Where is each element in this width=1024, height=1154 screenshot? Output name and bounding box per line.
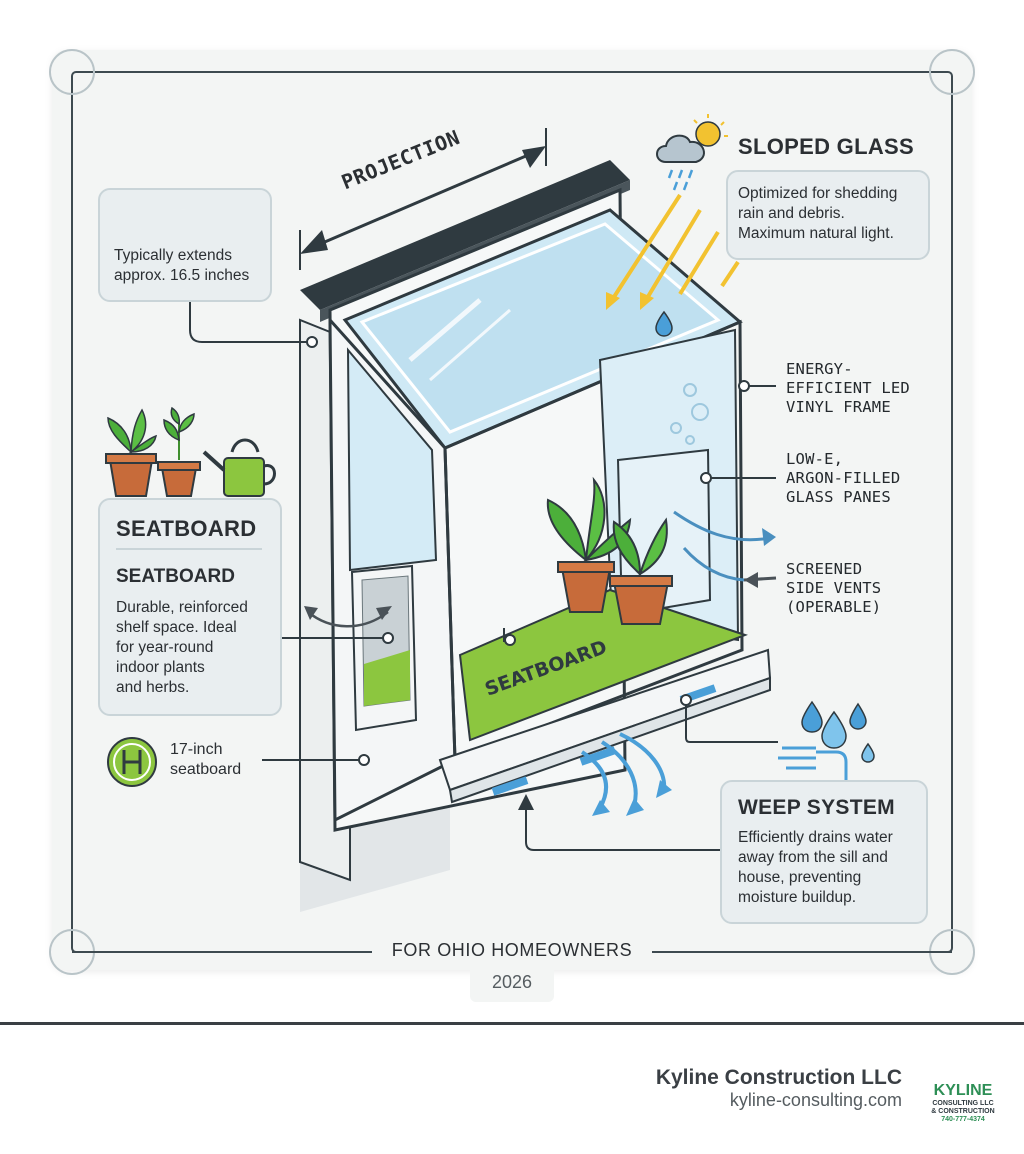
footer-company: Kyline Construction LLC: [655, 1066, 902, 1089]
weep-system-box: [720, 780, 928, 924]
bubble-3: [670, 422, 682, 434]
bubble-2: [691, 403, 709, 421]
projection-note-box: [98, 188, 272, 302]
label-glass-panes: LOW-E, ARGON-FILLED GLASS PANES: [786, 450, 901, 506]
sunlight-arrows: [606, 193, 740, 310]
shelf-plant-2: [609, 517, 673, 625]
weep-system-title: WEEP SYSTEM: [738, 796, 895, 819]
bubble-1: [683, 383, 697, 397]
herb-pot-icon-1: [105, 408, 157, 497]
seatboard-box-header: SEATBOARD: [116, 516, 257, 541]
water-drain-icon: [778, 700, 875, 792]
leader-dots: [306, 336, 750, 766]
sloped-glass-box: [726, 170, 930, 260]
vent-airflow-arrows: [673, 510, 777, 588]
h-circle-icon: [107, 737, 157, 787]
projection-arrow: [299, 128, 547, 270]
weather-icon: [656, 114, 728, 191]
seatboard-box-text: Durable, reinforced shelf space. Ideal f…: [116, 599, 248, 696]
roof-cap: [300, 160, 630, 310]
glass-glare: [408, 298, 482, 362]
year-text: 2026: [491, 972, 533, 992]
glass-glare-2: [429, 308, 511, 382]
seatboard-info-box: [98, 498, 282, 716]
label-side-vents: SCREENED SIDE VENTS (OPERABLE): [786, 560, 882, 616]
left-vent-arrow: [304, 606, 392, 628]
footer-website[interactable]: kyline-consulting.com: [729, 1090, 902, 1110]
weep-slot-1: [491, 776, 529, 796]
seatboard-box-divider: [116, 548, 262, 550]
weep-water-arrows: [580, 732, 672, 816]
weep-pointer-arrowhead: [518, 794, 534, 810]
left-side-glass: [346, 347, 438, 572]
sill-bottom: [448, 676, 771, 804]
footer-divider: [0, 1022, 1024, 1025]
watering-can-icon: [202, 438, 276, 497]
bubble-4: [685, 435, 695, 445]
rain-drop: [655, 310, 673, 337]
projection-note-text: Typically extends approx. 16.5 inches: [114, 247, 250, 284]
leader-lines: [189, 300, 778, 851]
herb-pot-icon-2: [157, 406, 201, 497]
seatboard-size-text: 17-inch seatboard: [170, 741, 242, 778]
weep-slot-2: [579, 746, 617, 766]
logo-phone: 740-777-4374: [941, 1116, 985, 1123]
label-vinyl-frame: ENERGY- EFFICIENT LED VINYL FRAME: [786, 360, 910, 416]
seatboard-box-title: SEATBOARD: [116, 566, 235, 587]
caption-text: FOR OHIO HOMEOWNERS: [372, 940, 652, 961]
logo-sub1: CONSULTING LLC: [932, 1100, 994, 1107]
seatboard-shelf: [458, 588, 748, 742]
footer: [0, 1025, 1024, 1154]
year-tab: [470, 962, 554, 1002]
weep-system-text: Efficiently drains water away from the s…: [738, 829, 893, 906]
sloped-glass-text: Optimized for shedding rain and debris. …: [738, 185, 898, 242]
left-vent-floor: [364, 650, 410, 706]
logo-text: KYLINE: [933, 1082, 993, 1099]
logo-sub2: & CONSTRUCTION: [931, 1108, 995, 1115]
sloped-glass-title: SLOPED GLASS: [738, 134, 914, 159]
